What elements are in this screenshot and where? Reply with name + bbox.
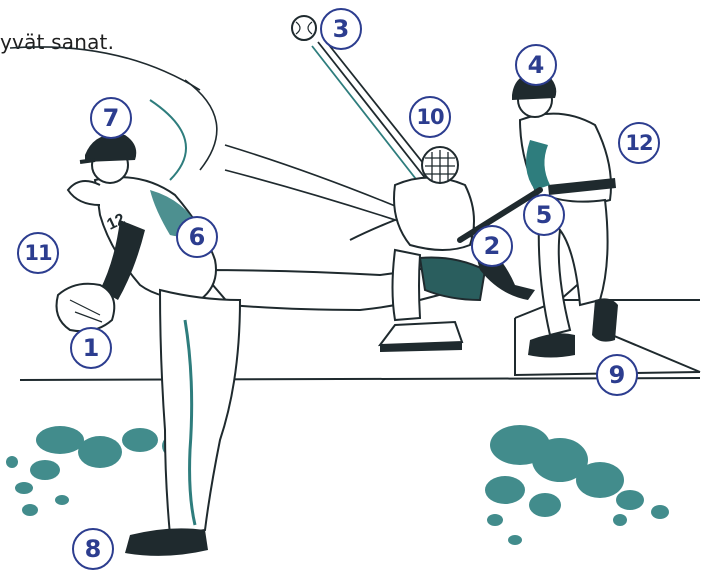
marker-9: 9 (596, 354, 638, 396)
home-plate (380, 322, 462, 352)
marker-2: 2 (471, 225, 513, 267)
marker-5: 5 (523, 194, 565, 236)
marker-10: 10 (409, 96, 451, 138)
marker-8: 8 (72, 528, 114, 570)
marker-4: 4 (515, 44, 557, 86)
marker-6: 6 (176, 216, 218, 258)
baseball-icon (292, 16, 316, 40)
marker-11: 11 (17, 232, 59, 274)
grass-right (485, 425, 669, 545)
marker-7: 7 (90, 97, 132, 139)
marker-12: 12 (618, 122, 660, 164)
marker-1: 1 (70, 327, 112, 369)
marker-3: 3 (320, 8, 362, 50)
